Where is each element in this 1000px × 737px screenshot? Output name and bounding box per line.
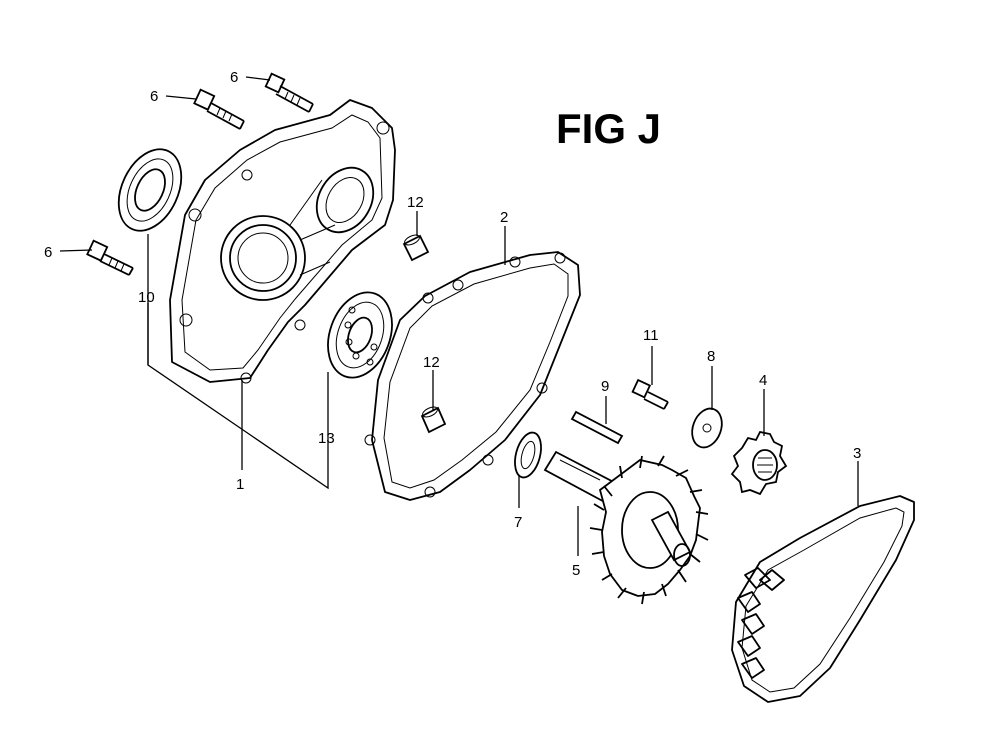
callout-8: 8 — [707, 348, 715, 365]
callout-6-top: 6 — [230, 69, 238, 86]
oil-seal — [117, 148, 183, 232]
callout-11: 11 — [643, 327, 659, 344]
key — [570, 410, 624, 445]
callout-5: 5 — [572, 562, 580, 579]
callout-10: 10 — [138, 289, 155, 306]
ball-bearing — [327, 291, 393, 379]
gearcase-cover — [169, 99, 396, 384]
callout-13: 13 — [318, 430, 335, 447]
callout-3: 3 — [853, 445, 861, 462]
countershaft-sprocket — [543, 450, 709, 605]
drive-chain — [731, 495, 915, 703]
callout-12-lower: 12 — [423, 354, 440, 371]
bolt-small — [631, 378, 669, 410]
callout-6-left: 6 — [44, 244, 52, 261]
callout-2: 2 — [500, 209, 508, 226]
drive-sprocket — [730, 430, 788, 496]
callout-4: 4 — [759, 372, 767, 389]
callout-1: 1 — [236, 476, 244, 493]
dowel-pin-top — [402, 234, 430, 262]
flange-bolt-middle — [193, 88, 245, 130]
gasket — [364, 251, 581, 501]
callout-7: 7 — [514, 514, 522, 531]
flange-bolt-left — [86, 239, 134, 276]
thrust-washer — [514, 431, 542, 479]
callout-labels: 6 6 6 10 12 12 13 1 2 11 9 8 4 3 7 5 — [44, 69, 861, 579]
dowel-pin-lower — [420, 406, 447, 434]
leader-lines — [59, 76, 859, 556]
callout-12-top: 12 — [407, 194, 424, 211]
figure-title: FIG J — [556, 105, 661, 152]
washer — [691, 407, 723, 449]
callout-9: 9 — [601, 378, 609, 395]
flange-bolt-top — [264, 72, 314, 113]
callout-6-middle: 6 — [150, 88, 158, 105]
